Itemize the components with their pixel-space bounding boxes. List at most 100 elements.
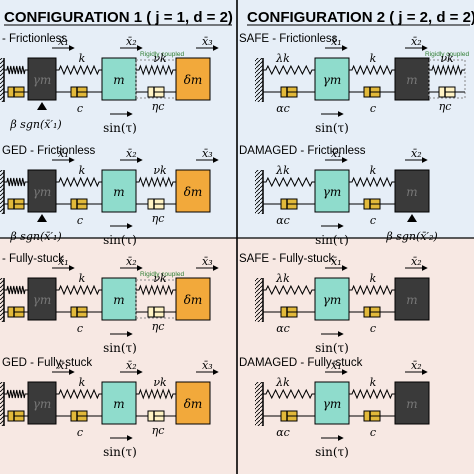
rigid-coupling-box: [135, 279, 177, 319]
spring-left: [263, 388, 315, 400]
panel-title: DAMAGED - Fully-stuck: [239, 357, 363, 369]
delta-mass-block: [175, 169, 211, 213]
main-mass-label: m: [113, 293, 124, 307]
gamma-mass-block: [27, 169, 57, 213]
spring-middle: [349, 388, 395, 400]
damper-ac-label: αc: [276, 426, 290, 439]
damper-left: [4, 410, 28, 422]
main-mass-block: [101, 381, 137, 425]
spring-right: [136, 388, 176, 400]
friction-label: β sgn(x̄′₂): [385, 230, 437, 243]
gamma-mass-block: [314, 57, 350, 101]
displacement-x1-label: x̄₁: [331, 255, 342, 268]
damper-middle: [56, 410, 102, 422]
delta-mass-label: δm: [184, 293, 203, 307]
damper-right: [136, 306, 176, 318]
damper-c-label: c: [77, 214, 83, 227]
main-mass-label: m: [406, 185, 417, 199]
main-mass-block: [394, 57, 430, 101]
forcing-label: sin(τ): [315, 233, 349, 247]
forcing-label: sin(τ): [103, 341, 137, 355]
delta-mass-block: [175, 381, 211, 425]
gamma-mass-label: γm: [33, 397, 52, 411]
spring-lk-label: λk: [275, 272, 290, 285]
spring-middle: [56, 284, 102, 296]
forcing-label: sin(τ): [103, 445, 137, 459]
main-mass-label: m: [406, 73, 417, 87]
spring-middle: [349, 176, 395, 188]
spring-lk-label: λk: [275, 376, 290, 389]
spring-k-label: k: [370, 164, 377, 177]
damper-nc-label: ηc: [152, 424, 165, 437]
panel-bg-c2-frictionless: [237, 0, 474, 238]
panel-c1-stuck-damaged: GED - Fully-stuckγmx̄₁kcmx̄₂sin(τ)νkηcδm…: [0, 357, 219, 459]
panel-c2-stuck-damaged: DAMAGED - Fully-stuckλkαcγmx̄₁sin(τ)kcmx…: [239, 357, 430, 459]
wall-hatch: [0, 278, 4, 322]
gamma-mass-block: [314, 381, 350, 425]
damper-middle: [349, 86, 395, 98]
friction-label: β sgn(x̄′₁): [9, 118, 61, 131]
panel-c2-frictionless-safe: SAFE - Frictionlessλkαcγmx̄₁sin(τ)kcmx̄₂…: [239, 33, 469, 135]
displacement-x1-label: x̄₁: [58, 147, 69, 160]
damper-left: [263, 198, 315, 210]
wall-hatch: [0, 170, 4, 214]
main-mass-label: m: [406, 397, 417, 411]
gamma-mass-label: γm: [323, 397, 342, 411]
spring-middle: [56, 176, 102, 188]
damper-middle: [56, 86, 102, 98]
spring-middle: [349, 284, 395, 296]
panel-c2-frictionless-damaged: DAMAGED - Frictionlessλkαcγmx̄₁sin(τ)kcm…: [239, 145, 438, 247]
spring-k-label: k: [79, 52, 86, 65]
spring-vk-label: νk: [153, 164, 167, 177]
damper-middle: [349, 410, 395, 422]
spring-lk-label: λk: [275, 52, 290, 65]
config1-header: CONFIGURATION 1 ( j = 1, d = 2): [4, 9, 233, 26]
spring-left: [4, 389, 28, 399]
damper-right: [136, 410, 176, 422]
delta-mass-label: δm: [184, 185, 203, 199]
damper-nc-label: ηc: [439, 100, 452, 113]
gamma-mass-label: γm: [323, 293, 342, 307]
main-mass-block: [101, 277, 137, 321]
forcing-label: sin(τ): [103, 233, 137, 247]
displacement-x3-label: x̄₃: [202, 359, 213, 372]
main-mass-block: [394, 169, 430, 213]
delta-mass-block: [175, 57, 211, 101]
spring-vk-label: νk: [153, 376, 167, 389]
damper-right: [136, 86, 176, 98]
damper-c-label: c: [370, 102, 376, 115]
rigid-coupling-label: Rigidly coupled: [140, 271, 184, 278]
displacement-x3-label: x̄₃: [202, 255, 213, 268]
displacement-x2-label: x̄₂: [411, 147, 422, 160]
panel-title: DAMAGED - Frictionless: [239, 145, 366, 157]
spring-left: [263, 176, 315, 188]
config2-header: CONFIGURATION 2 ( j = 2, d = 2): [247, 9, 474, 26]
displacement-x2-label: x̄₂: [126, 359, 137, 372]
damper-left: [263, 86, 315, 98]
spring-right: [136, 64, 176, 76]
damper-c-label: c: [77, 322, 83, 335]
damper-right: [429, 86, 465, 98]
panel-title: GED - Fully-stuck: [2, 357, 92, 369]
damper-nc-label: ηc: [152, 100, 165, 113]
spring-vk-label: νk: [153, 272, 167, 285]
spring-k-label: k: [370, 376, 377, 389]
spring-left: [4, 177, 28, 187]
displacement-x2-label: x̄₂: [411, 35, 422, 48]
main-mass-label: m: [113, 185, 124, 199]
delta-mass-block: [175, 277, 211, 321]
rigid-coupling-box: [428, 59, 466, 99]
spring-left: [4, 285, 28, 295]
spring-left: [263, 284, 315, 296]
spring-right: [136, 284, 176, 296]
spring-k-label: k: [79, 272, 86, 285]
gamma-mass-label: γm: [33, 185, 52, 199]
spring-k-label: k: [370, 52, 377, 65]
main-mass-label: m: [113, 397, 124, 411]
delta-mass-label: δm: [184, 397, 203, 411]
forcing-label: sin(τ): [315, 341, 349, 355]
displacement-x2-label: x̄₂: [126, 255, 137, 268]
